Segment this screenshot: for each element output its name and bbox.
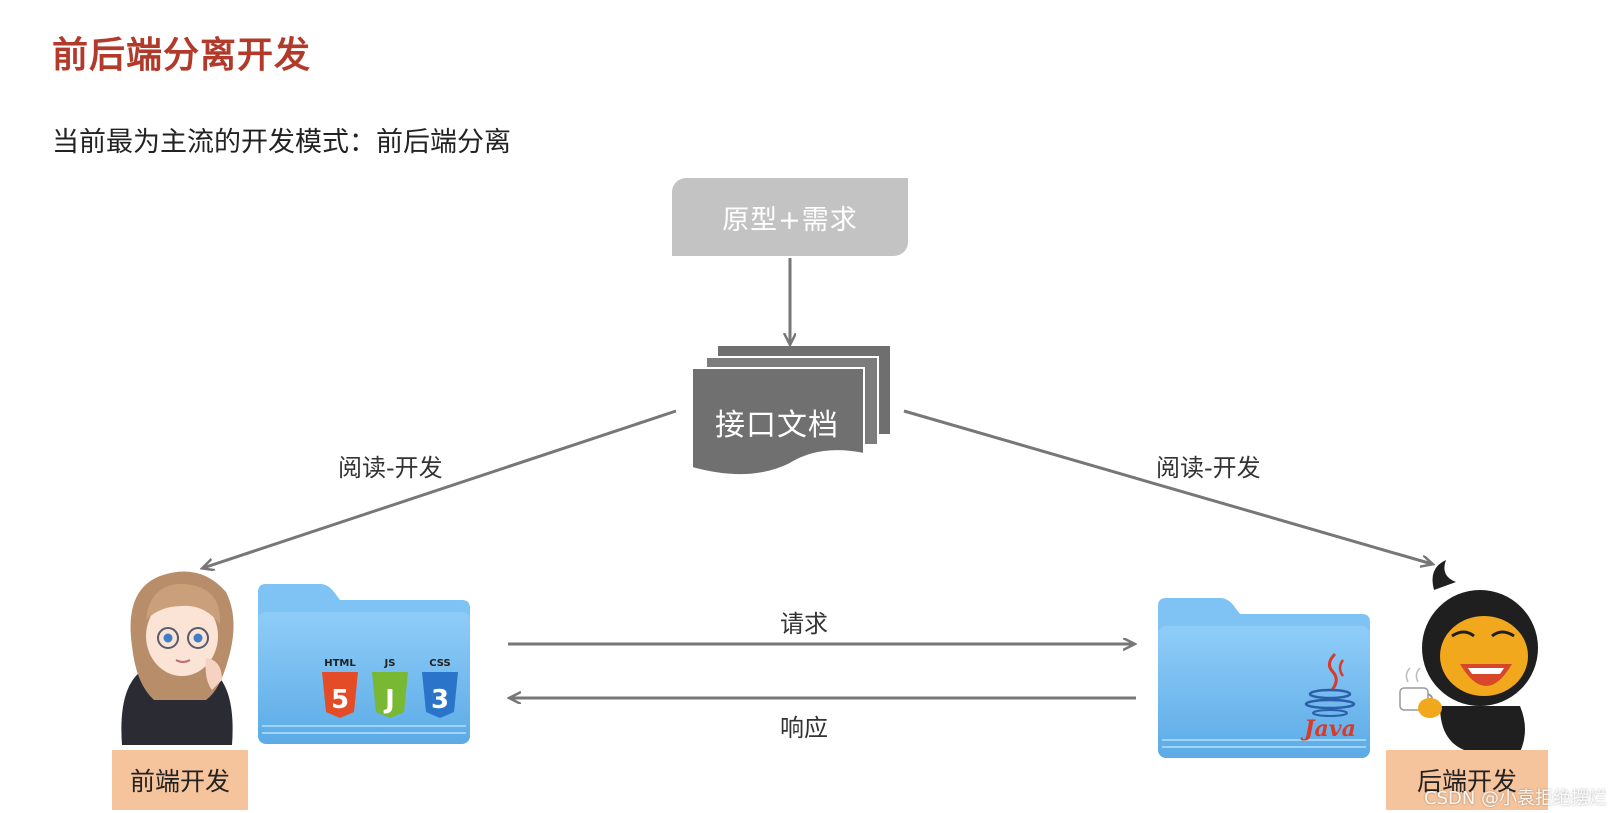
css-badge-text: CSS: [429, 658, 450, 669]
js-icon: J: [372, 672, 408, 718]
backend-dev-label: 后端开发: [1386, 750, 1548, 810]
frontend-folder-icon: 5 J 3: [258, 584, 470, 744]
java-badge-text: Java: [1300, 716, 1356, 742]
left-read-develop-label: 阅读-开发: [338, 454, 443, 482]
page-subtitle: 当前最为主流的开发模式：前后端分离: [52, 127, 511, 158]
page-title: 前后端分离开发: [52, 35, 312, 76]
doc-to-frontend-arrow: [203, 409, 677, 568]
svg-text:J: J: [383, 685, 395, 715]
css3-icon: 3: [422, 672, 458, 718]
html5-icon: 5: [322, 672, 358, 718]
api-doc-label: 接口文档: [715, 408, 839, 443]
frontend-dev-label: 前端开发: [112, 750, 248, 810]
watermark: CSDN @小袁拒绝摆烂: [1424, 788, 1608, 809]
backend-folder-icon: [1158, 598, 1370, 758]
svg-text:5: 5: [331, 685, 349, 715]
frontend-developer-avatar: [121, 571, 234, 745]
right-read-develop-label: 阅读-开发: [1156, 454, 1261, 482]
java-icon: [1304, 652, 1356, 717]
html-badge-text: HTML: [324, 658, 356, 669]
api-doc-stack: [691, 346, 890, 477]
js-badge-text: JS: [384, 658, 396, 669]
prototype-requirements-box: 原型+需求: [672, 178, 908, 256]
backend-developer-avatar: [1399, 560, 1538, 752]
request-label: 请求: [780, 610, 828, 638]
svg-text:3: 3: [431, 685, 449, 715]
response-label: 响应: [780, 714, 828, 742]
doc-to-backend-arrow: [903, 409, 1432, 564]
